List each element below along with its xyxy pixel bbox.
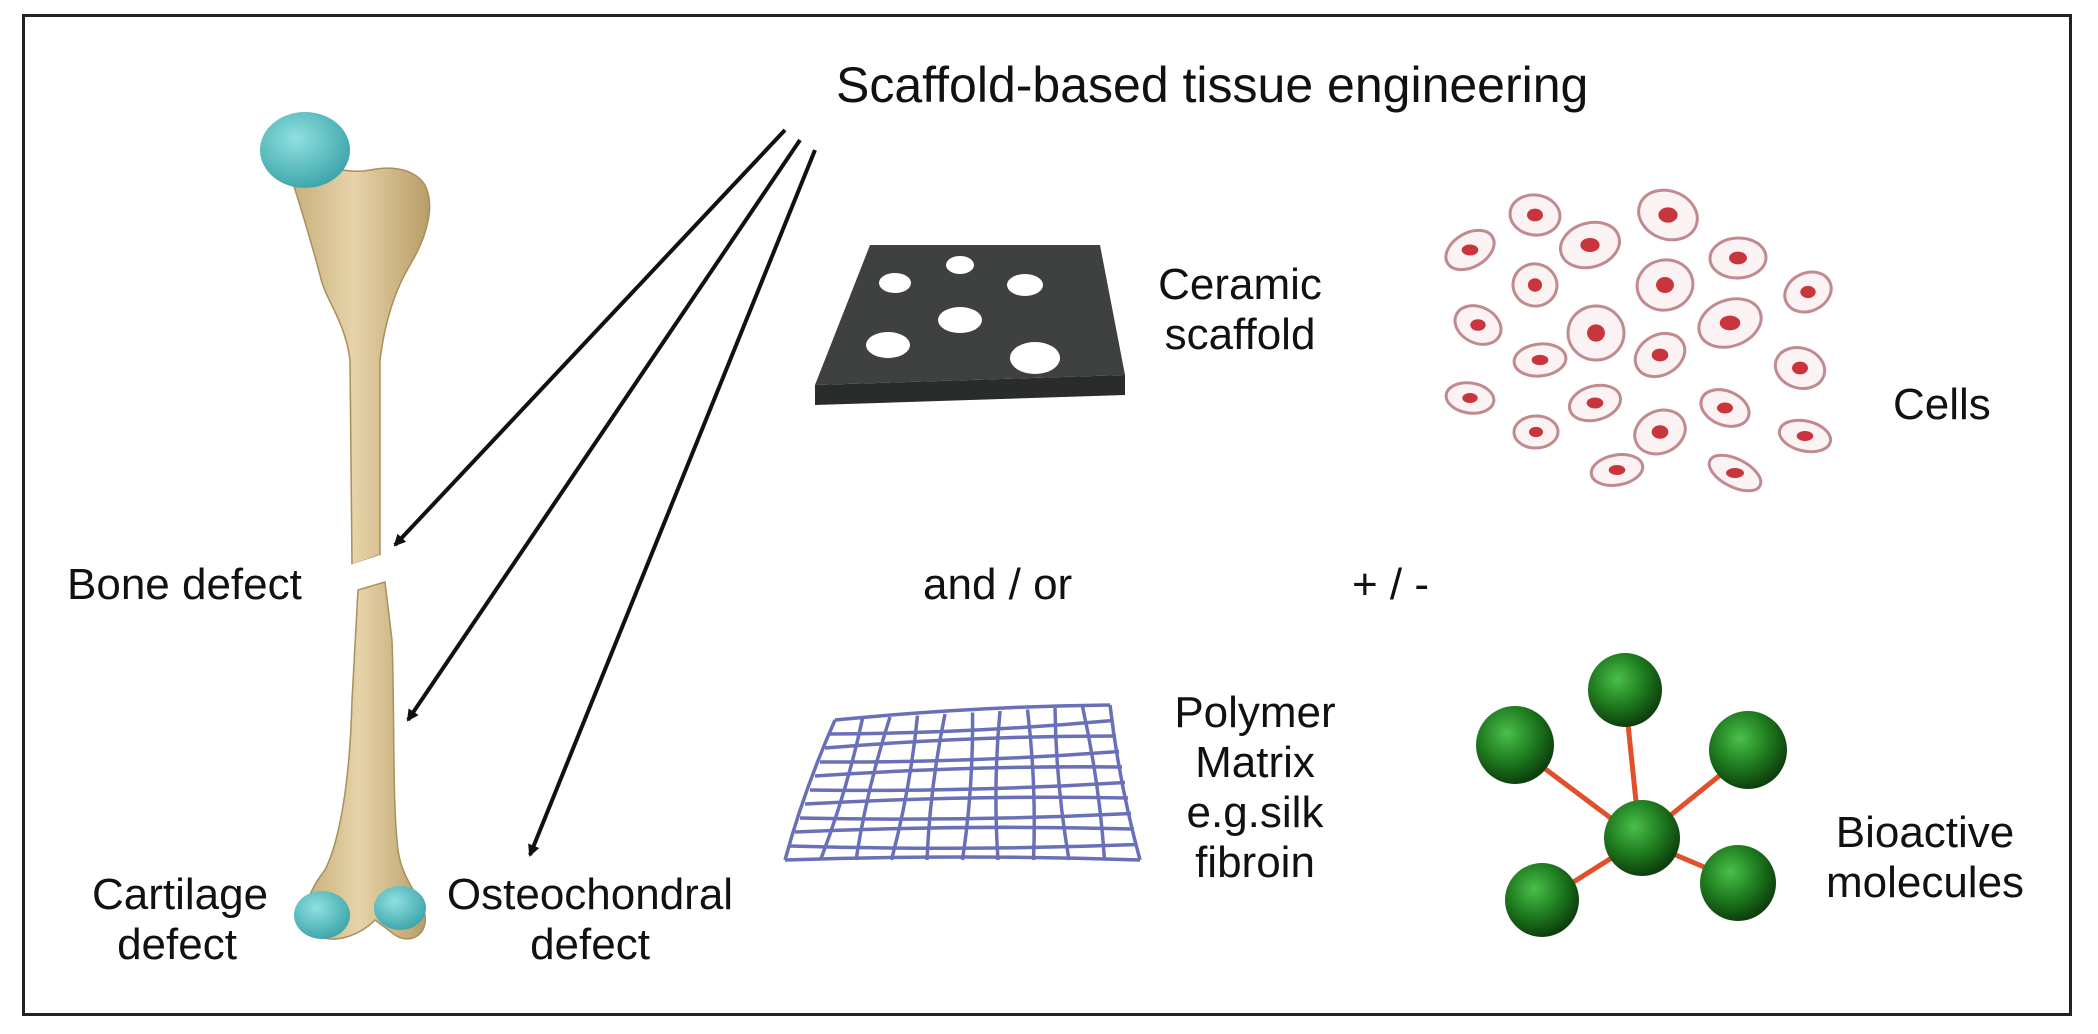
condyle-cartilage-left <box>294 891 350 939</box>
cells-cluster <box>1444 188 1833 493</box>
cell <box>1512 342 1568 378</box>
cell <box>1699 388 1751 428</box>
arrows <box>393 128 817 857</box>
mesh-fiber <box>799 811 1132 821</box>
femur-proximal <box>291 148 431 567</box>
cell <box>1589 453 1645 487</box>
osteochondral-defect-label: Osteochondral defect <box>440 870 740 970</box>
mesh-fiber <box>809 780 1126 793</box>
cell <box>1633 331 1687 379</box>
molecule-left <box>1476 706 1554 784</box>
cartilage-defect-line1: Cartilage <box>92 870 269 919</box>
polymer-line1: Polymer <box>1174 688 1336 737</box>
molecule-center <box>1604 800 1680 876</box>
mesh-fiber <box>784 855 1141 862</box>
bioactive-line1: Bioactive <box>1835 808 2015 857</box>
mesh-fiber <box>794 825 1135 834</box>
polymer-line4: fibroin <box>1195 838 1315 887</box>
molecule-lower-left <box>1505 863 1579 937</box>
plus-minus-label: + / - <box>1352 560 1430 609</box>
femoral-head-cartilage <box>260 112 350 188</box>
mesh-fiber <box>804 795 1129 806</box>
cell <box>1773 346 1827 390</box>
bone-defect-label: Bone defect <box>67 560 302 609</box>
cell <box>1697 297 1763 349</box>
polymer-mesh <box>783 703 1142 862</box>
cell <box>1444 228 1496 272</box>
mesh-fiber <box>925 713 947 861</box>
mesh-fiber <box>834 703 1111 722</box>
polymer-line2: Matrix <box>1195 738 1315 787</box>
cartilage-defect-line2: defect <box>117 920 237 969</box>
cell <box>1559 220 1621 270</box>
mesh-fiber <box>819 749 1120 764</box>
cell <box>1444 381 1496 415</box>
ceramic-line1: Ceramic <box>1158 260 1322 309</box>
ceramic-scaffold-label: Ceramic scaffold <box>1135 260 1345 360</box>
polymer-line3: e.g.silk <box>1186 788 1324 837</box>
femur-bone <box>260 112 431 940</box>
mesh-fiber <box>1108 704 1142 861</box>
femur-distal <box>305 581 426 940</box>
cell <box>1511 262 1559 308</box>
mesh-fiber <box>994 710 1002 861</box>
bioactive-molecules-label: Bioactive molecules <box>1810 808 2040 908</box>
cell <box>1783 270 1833 314</box>
molecule-lower-right <box>1700 845 1776 921</box>
osteochondral-defect-line1: Osteochondral <box>446 870 734 919</box>
mesh-fiber <box>814 765 1123 778</box>
mesh-fiber <box>789 842 1138 851</box>
cell <box>1633 408 1687 456</box>
bioactive-molecules <box>1476 653 1787 937</box>
cell <box>1637 188 1699 242</box>
cell <box>1708 236 1768 280</box>
mesh-fiber <box>960 712 975 861</box>
mesh-fiber <box>783 719 837 861</box>
ceramic-scaffold <box>815 245 1125 405</box>
mesh-fiber <box>1025 709 1036 861</box>
osteochondral-defect-line2: defect <box>530 920 650 969</box>
cell <box>1777 418 1833 454</box>
mesh-fiber <box>1080 706 1107 861</box>
mesh-fiber <box>824 734 1117 750</box>
arrow-to-osteochondral <box>528 149 817 857</box>
molecule-top <box>1588 653 1662 727</box>
cartilage-defect-label: Cartilage defect <box>92 870 269 970</box>
cell <box>1707 453 1763 493</box>
condyle-cartilage-right <box>374 886 426 930</box>
cells-label: Cells <box>1893 380 1991 429</box>
molecule-right <box>1709 711 1787 789</box>
cell <box>1566 304 1626 362</box>
diagram-title: Scaffold-based tissue engineering <box>836 57 1589 113</box>
mesh-fiber <box>1053 707 1071 861</box>
cell <box>1635 258 1695 312</box>
ceramic-line2: scaffold <box>1164 310 1316 359</box>
femur-defect-gap <box>350 555 385 585</box>
cell <box>1508 193 1562 237</box>
arrow-to-bone-defect <box>393 128 787 547</box>
bioactive-line2: molecules <box>1825 858 2025 907</box>
cell <box>1453 304 1503 346</box>
mesh-fiber <box>889 715 920 861</box>
mesh-fiber <box>854 716 892 861</box>
cell <box>1568 383 1622 423</box>
and-or-label: and / or <box>923 560 1073 609</box>
arrow-to-shaft <box>406 138 802 722</box>
cell <box>1512 414 1560 450</box>
polymer-matrix-label: Polymer Matrix e.g.silk fibroin <box>1160 688 1350 888</box>
